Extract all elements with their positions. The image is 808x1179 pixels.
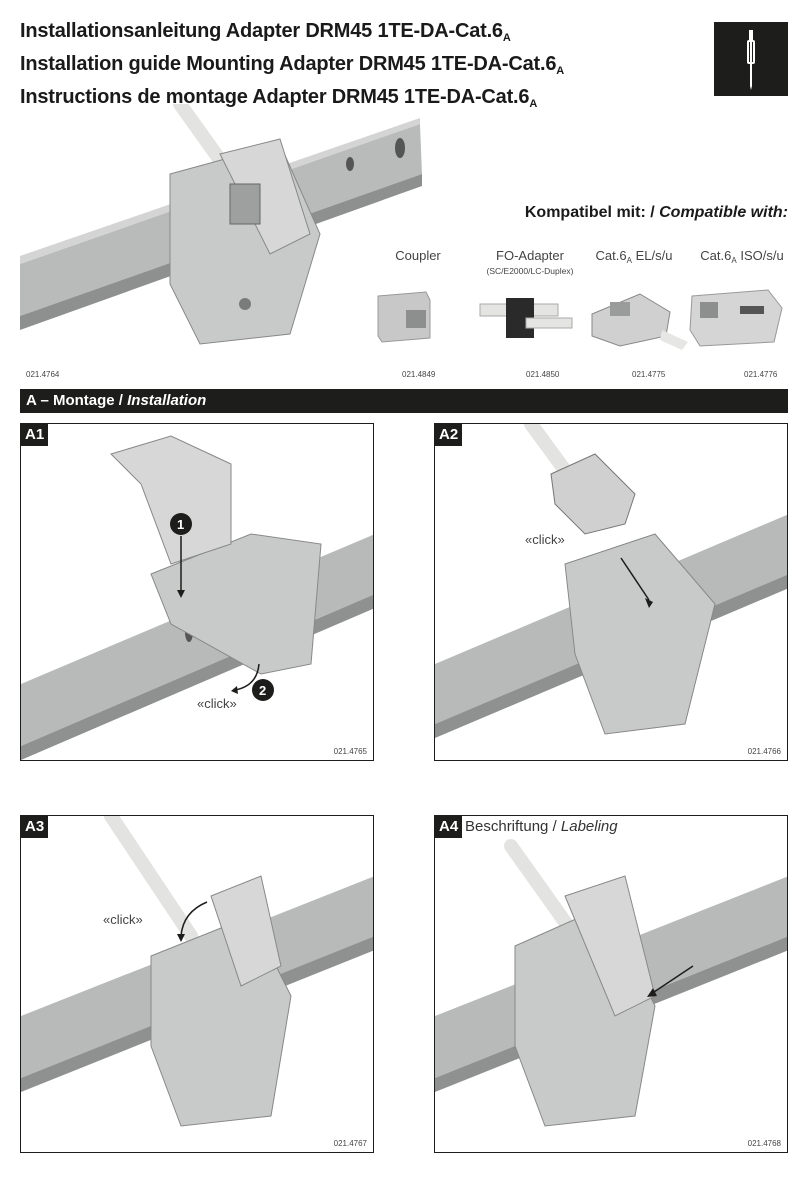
product-art-number-el: 021.4775 (632, 370, 666, 379)
step-panel-a1: A1 1 2 «click» 021.4765 (20, 423, 374, 761)
cat6a-el-image (591, 293, 688, 350)
step-art-number: 021.4767 (333, 1139, 367, 1148)
step-label: Beschriftung / Labeling (465, 818, 618, 835)
step-art-number: 021.4765 (333, 747, 367, 756)
coupler-image (377, 291, 431, 343)
click-label: «click» (197, 696, 237, 711)
product-cat6a-el: Cat.6A EL/s/u (595, 248, 673, 265)
step-panel-a2: A2 «click» 021.4766 (434, 423, 788, 761)
step-tag: A2 (435, 424, 463, 446)
hero-art-number: 021.4764 (26, 370, 60, 379)
fo-adapter-image (479, 298, 573, 338)
section-heading: A – Montage / Installation (20, 389, 788, 413)
step-a3-illustration (21, 816, 373, 1127)
product-coupler: Coupler (395, 248, 441, 263)
screwdriver-icon (714, 22, 788, 96)
cat6a-iso-image (689, 289, 783, 347)
step-art-number: 021.4768 (747, 1139, 781, 1148)
title-block: Installationsanleitung Adapter DRM45 1TE… (20, 18, 700, 117)
title-en: Installation guide Mounting Adapter DRM4… (20, 53, 565, 77)
step-a4-illustration (435, 839, 787, 1127)
hero-illustration (20, 97, 440, 366)
step-tag: A3 (21, 816, 49, 838)
product-art-number-fo: 021.4850 (526, 370, 560, 379)
step-a2-illustration (435, 424, 787, 738)
step-panel-a3: A3 «click» 021.4767 (20, 815, 374, 1153)
title-de: Installationsanleitung Adapter DRM45 1TE… (20, 20, 511, 44)
title-fr: Instructions de montage Adapter DRM45 1T… (20, 86, 538, 110)
click-label: «click» (103, 912, 143, 927)
product-art-number-coupler: 021.4849 (402, 370, 436, 379)
marker-1: 1 (177, 517, 184, 532)
product-images (377, 289, 783, 350)
step-tag: A1 (21, 424, 49, 446)
click-label: «click» (525, 532, 565, 547)
compat-heading: Kompatibel mit: / Compatible with: (524, 204, 788, 221)
product-art-number-iso: 021.4776 (744, 370, 778, 379)
marker-2: 2 (259, 683, 266, 698)
step-a1-illustration: 1 2 (21, 435, 373, 760)
step-art-number: 021.4766 (747, 747, 781, 756)
step-panel-a4: A4 Beschriftung / Labeling 021.4768 (434, 815, 788, 1153)
step-tag: A4 (435, 816, 463, 838)
product-cat6a-iso: Cat.6A ISO/s/u (700, 248, 784, 265)
product-fo-adapter: FO-Adapter (SC/E2000/LC-Duplex) (486, 248, 574, 276)
